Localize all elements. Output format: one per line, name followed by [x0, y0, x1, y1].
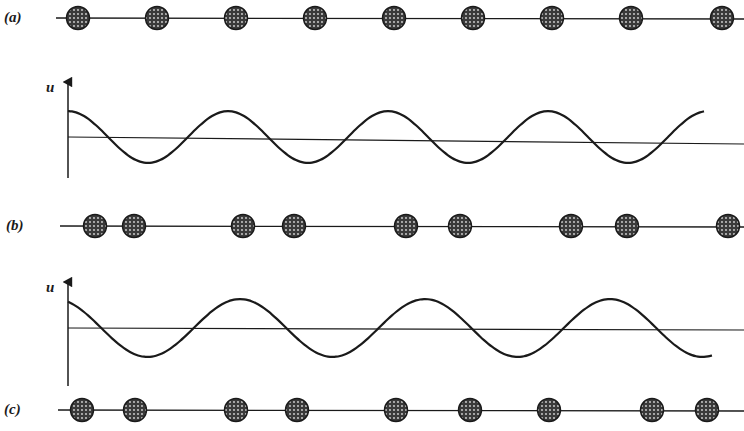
atom-chain: [58, 399, 744, 422]
atom: [449, 215, 472, 238]
atom: [641, 399, 664, 422]
atom: [560, 215, 583, 238]
atom: [225, 7, 248, 30]
atom: [123, 215, 146, 238]
atom: [395, 215, 418, 238]
u-axis: [67, 82, 69, 178]
atom: [459, 399, 482, 422]
baseline: [68, 137, 744, 144]
axis-label: u: [46, 80, 54, 95]
atom: [383, 7, 406, 30]
panel-label: (b): [6, 218, 24, 233]
displacement-plot: [68, 282, 744, 386]
atom-chain: [56, 7, 744, 30]
displacement-wave: [68, 111, 704, 163]
atom: [717, 215, 740, 238]
atom: [711, 7, 734, 30]
atom: [225, 399, 248, 422]
atom: [67, 7, 90, 30]
atom: [616, 215, 639, 238]
baseline: [68, 328, 744, 330]
atom: [385, 399, 408, 422]
atom: [146, 7, 169, 30]
panel-label: (c): [4, 402, 21, 417]
atom: [124, 399, 147, 422]
atom: [620, 7, 643, 30]
atom: [286, 399, 309, 422]
atom: [696, 399, 719, 422]
atom: [232, 215, 255, 238]
atom: [71, 399, 94, 422]
u-axis: [67, 282, 69, 386]
atom: [538, 399, 561, 422]
displacement-wave: [68, 299, 712, 357]
panel-label: (a): [4, 10, 22, 25]
atom: [283, 215, 306, 238]
atom: [541, 7, 564, 30]
atom: [84, 215, 107, 238]
atom: [304, 7, 327, 30]
atom: [462, 7, 485, 30]
displacement-plot: [68, 82, 744, 178]
atom-chain: [60, 215, 744, 238]
axis-label: u: [46, 280, 54, 295]
